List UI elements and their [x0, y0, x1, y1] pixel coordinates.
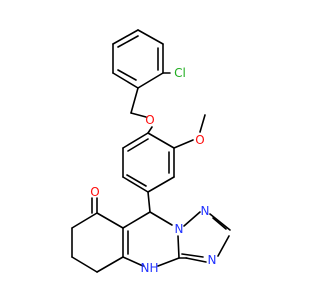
bond — [173, 139, 194, 149]
bond — [147, 176, 175, 193]
bond — [126, 174, 147, 187]
atom-labels: Cl O O O N N N N H — [90, 66, 216, 275]
chlorine-atom-label: Cl — [174, 66, 186, 80]
bond — [122, 211, 151, 229]
bond — [183, 211, 201, 227]
triazole-nitrogen-label: N — [208, 253, 217, 267]
bond — [117, 35, 139, 48]
bond — [181, 253, 204, 258]
bond — [96, 256, 124, 273]
bond — [137, 29, 164, 45]
bond — [71, 256, 98, 273]
bond — [127, 138, 149, 152]
molecule-structure: Cl O O O N N N N H — [71, 29, 231, 275]
bond — [209, 213, 231, 231]
amine-nitrogen-label: N — [141, 261, 150, 275]
bond — [217, 235, 230, 257]
bond — [112, 72, 139, 89]
triazole-nitrogen-label: N — [201, 204, 210, 218]
bond — [177, 235, 180, 259]
bond — [117, 69, 137, 81]
amine-hydrogen-label: H — [149, 261, 158, 275]
bond — [122, 256, 144, 267]
bond — [147, 126, 153, 134]
bond — [199, 114, 206, 133]
triazole-nitrogen-label: N — [175, 222, 184, 236]
bond — [147, 191, 151, 213]
bond — [212, 217, 227, 230]
benzyl-oxygen-label: O — [145, 113, 154, 127]
bond — [130, 112, 147, 118]
bond — [147, 132, 175, 149]
ketone-oxygen-label: O — [90, 185, 99, 199]
bonds — [71, 29, 231, 273]
methoxy-oxygen-label: O — [195, 133, 204, 147]
bond — [157, 257, 180, 267]
bond — [96, 212, 124, 229]
bond — [112, 29, 139, 45]
bond — [122, 176, 149, 193]
bond — [149, 211, 173, 226]
bond — [71, 212, 98, 229]
bond — [122, 132, 149, 149]
bond — [130, 87, 139, 114]
bond — [185, 257, 207, 263]
bond — [137, 72, 164, 89]
